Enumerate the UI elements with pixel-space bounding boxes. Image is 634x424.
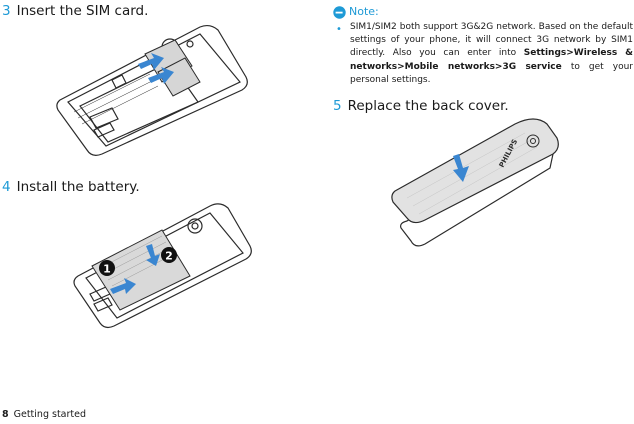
sim-card-illustration bbox=[56, 24, 248, 156]
note-title: Note: bbox=[349, 5, 379, 19]
step-number: 5 bbox=[333, 98, 342, 114]
step-4: 4 Install the battery. bbox=[2, 179, 140, 195]
page-footer: 8 Getting started bbox=[2, 409, 86, 420]
battery-illustration: 1 2 bbox=[73, 203, 252, 329]
note-bullet: • bbox=[336, 24, 342, 35]
note-heading: Note: bbox=[333, 4, 633, 20]
pencil-icon bbox=[333, 5, 346, 19]
note-text: SIM1/SIM2 both support 3G&2G network. Ba… bbox=[350, 21, 633, 87]
note-text-before: SIM1/SIM2 both support 3G&2G network. Ba… bbox=[350, 22, 633, 59]
page-number: 8 bbox=[2, 409, 9, 420]
step-text: Replace the back cover. bbox=[347, 98, 509, 114]
battery-callout-2: 2 bbox=[165, 250, 173, 263]
step-text: Install the battery. bbox=[16, 179, 140, 195]
step-number: 3 bbox=[2, 3, 11, 19]
step-5: 5 Replace the back cover. bbox=[333, 98, 509, 114]
step-3: 3 Insert the SIM card. bbox=[2, 3, 148, 19]
step-number: 4 bbox=[2, 179, 11, 195]
step-text: Insert the SIM card. bbox=[16, 3, 149, 19]
back-cover-illustration: PHILIPS bbox=[391, 118, 559, 247]
note-text-after: to get your personal settings. bbox=[350, 61, 634, 85]
battery-callout-1: 1 bbox=[103, 263, 111, 276]
note-box: Note: • SIM1/SIM2 both support 3G&2G net… bbox=[333, 4, 633, 85]
section-name: Getting started bbox=[13, 409, 86, 420]
note-menu-path: Settings>Wireless & networks>Mobile netw… bbox=[350, 48, 634, 72]
